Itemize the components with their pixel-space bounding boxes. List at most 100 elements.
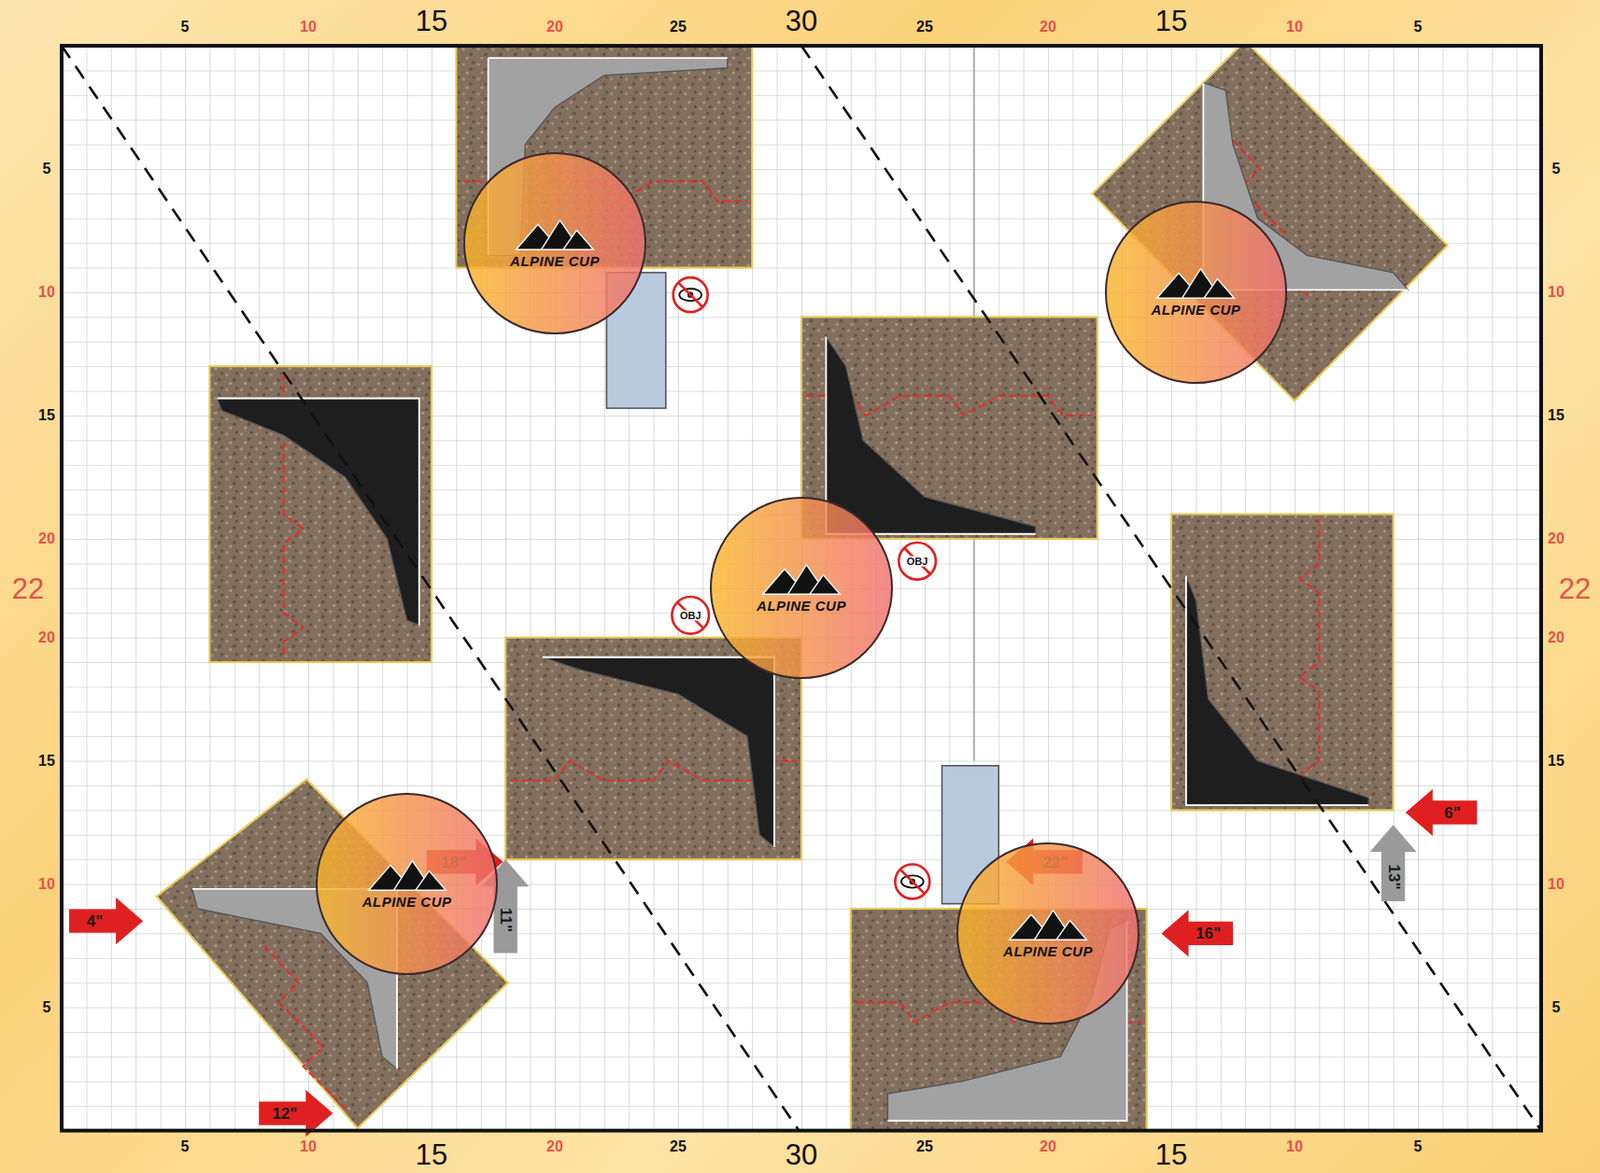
scale-number: 10 [1286, 1139, 1303, 1155]
scale-number: 15 [1547, 753, 1565, 769]
scale-number: 20 [546, 19, 564, 35]
objective-marker: ALPINE CUP [709, 496, 893, 680]
scale-number: 5 [1552, 1000, 1561, 1016]
distance-arrow [1370, 824, 1417, 902]
objective-name: ALPINE CUP [1150, 301, 1241, 318]
scale-number: 22 [12, 573, 44, 603]
terrain [505, 637, 802, 861]
distance-label: 12" [271, 1105, 298, 1122]
distance-label: 11" [497, 907, 514, 933]
mountain-logo [512, 217, 597, 252]
mountain [1203, 279, 1234, 299]
scale-number: 15 [1155, 6, 1188, 36]
wall-line [216, 398, 419, 626]
scale-number: 10 [1547, 284, 1565, 300]
los-icon [673, 277, 931, 899]
objective-name: ALPINE CUP [509, 253, 600, 270]
scale-number: 25 [669, 1139, 687, 1155]
objective-name: ALPINE CUP [756, 597, 847, 614]
no-obj-icon [671, 596, 709, 635]
scale-number: 5 [181, 19, 190, 35]
distance-label: 6" [1444, 805, 1461, 822]
terrain [156, 778, 509, 1129]
ruin [1186, 576, 1369, 807]
scale-number: 10 [38, 284, 56, 300]
strike [900, 869, 925, 894]
scale-number: 25 [916, 19, 934, 35]
scale-number: 5 [42, 161, 52, 177]
ruin [216, 398, 419, 626]
terrain [209, 366, 432, 663]
strike [677, 602, 704, 629]
scale-number: 15 [38, 408, 56, 424]
wall-line [825, 337, 1035, 535]
mountain [1056, 920, 1087, 940]
scale-number: 22 [1558, 573, 1591, 603]
scale-number: 5 [1414, 19, 1423, 35]
scale-number: 20 [1039, 19, 1057, 35]
objective-name: ALPINE CUP [362, 893, 453, 910]
distance-arrow [69, 897, 143, 945]
zone-line [263, 946, 348, 1112]
objective-marker: ALPINE CUP [463, 152, 646, 335]
distance-label: 4" [86, 913, 104, 930]
scale-number: 10 [38, 877, 56, 893]
scale-number: 5 [42, 1000, 52, 1016]
scale-number: 20 [1547, 630, 1565, 646]
deployment-line [801, 45, 1542, 1132]
scale-number: 25 [916, 1139, 934, 1155]
scale-number: 10 [1547, 877, 1565, 893]
scale-number: 5 [1414, 1139, 1423, 1155]
los-icon [673, 277, 708, 312]
wall-line [1186, 576, 1369, 807]
scale-number: 15 [38, 753, 56, 769]
scale-number: 10 [299, 19, 317, 35]
strike [904, 548, 931, 575]
scale-number: 15 [415, 1140, 448, 1170]
mountain [563, 229, 594, 250]
zone-line [1299, 519, 1319, 806]
scale-number: 20 [38, 630, 56, 646]
scale-number: 15 [1547, 408, 1565, 424]
scale-number: 25 [669, 19, 687, 35]
ruin [542, 657, 775, 848]
deployment-line [61, 45, 799, 1132]
objective-marker: ALPINE CUP [1104, 200, 1288, 383]
scale-number: 15 [1155, 1140, 1188, 1170]
terrain [1092, 45, 1448, 401]
wall-line [887, 920, 1127, 1121]
scale-number: 15 [415, 6, 448, 36]
scale-number: 10 [1286, 19, 1303, 35]
board-border [61, 45, 1542, 1132]
distance-label: 16" [1195, 925, 1221, 942]
los-icon [894, 863, 930, 899]
scale-number: 20 [38, 531, 56, 547]
objective-name: ALPINE CUP [1003, 943, 1093, 960]
mountain-logo [1005, 907, 1091, 942]
scale-number: 30 [785, 6, 818, 36]
scale-number: 5 [1552, 161, 1561, 177]
wall-line [488, 56, 728, 59]
scale-number: 20 [546, 1139, 564, 1155]
mountain-logo [365, 858, 450, 893]
terrain [801, 316, 1098, 539]
scale-number: 5 [181, 1139, 190, 1155]
no-obj-icon [898, 542, 936, 581]
no-obj-label: OBJ [679, 609, 703, 621]
scale-number: 20 [1039, 1139, 1057, 1155]
terrain [1171, 514, 1394, 811]
objective-marker: ALPINE CUP [315, 792, 498, 976]
distance-arrow [1405, 789, 1478, 836]
scale-number: 10 [299, 1139, 317, 1155]
no-obj-label: OBJ [906, 555, 930, 567]
distance-label: 13" [1385, 863, 1402, 890]
wall-line [542, 657, 775, 848]
ruin [887, 920, 1127, 1121]
objective-marker: ALPINE CUP [956, 842, 1139, 1025]
mountain [415, 871, 446, 892]
scale-number: 20 [1547, 531, 1565, 547]
strike [678, 282, 703, 307]
ruin [825, 337, 1035, 535]
mountain-logo [1153, 266, 1238, 300]
mountain [809, 575, 840, 595]
